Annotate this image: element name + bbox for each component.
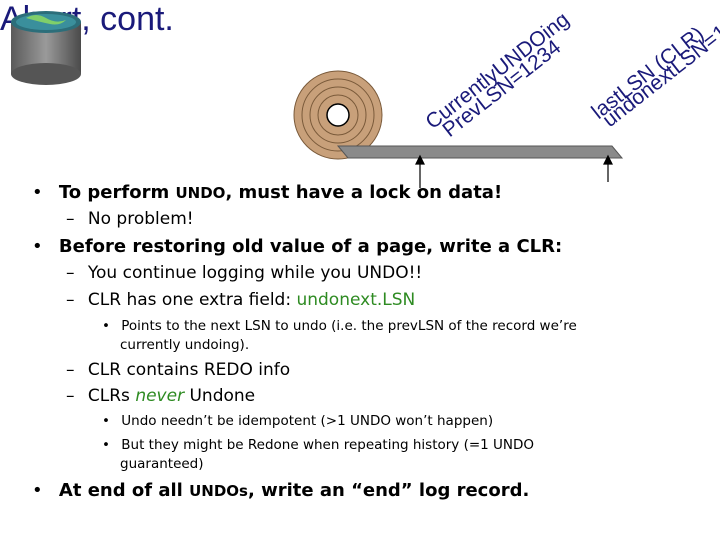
sub-bullet-redo-info: – CLR contains REDO info xyxy=(66,360,290,380)
dash-marker: – xyxy=(66,360,75,380)
bullet-marker: • xyxy=(32,480,43,501)
sub-bullet-continue-logging-text: You continue logging while you UNDO!! xyxy=(87,263,423,283)
sub-bullet-extra-field: – CLR has one extra field: undonext.LSN xyxy=(66,290,415,310)
bullet-marker: • xyxy=(102,413,110,429)
bullet-marker: • xyxy=(102,318,110,334)
sub-sub-bullet-points-next: • Points to the next LSN to undo (i.e. t… xyxy=(102,318,577,334)
dash-marker: – xyxy=(66,209,75,229)
bullet-end-record: • At end of all UNDOs, write an “end” lo… xyxy=(32,480,529,501)
never-term: never xyxy=(135,386,185,406)
sub-sub-bullet-redone-cont: guaranteed) xyxy=(120,456,204,472)
sub-bullet-no-problem-text: No problem! xyxy=(87,209,194,229)
dash-marker: – xyxy=(66,290,75,310)
sub-sub-bullet-redone: • But they might be Redone when repeatin… xyxy=(102,437,534,453)
bullet-write-clr-text: Before restoring old value of a page, wr… xyxy=(58,236,563,257)
end-record-undos: UNDOs xyxy=(189,482,248,500)
sub-bullet-redo-info-text: CLR contains REDO info xyxy=(87,360,291,380)
sub-sub-bullet-idempotent: • Undo needn’t be idempotent (>1 UNDO wo… xyxy=(102,413,493,429)
bullet-marker: • xyxy=(102,437,110,453)
sub-bullet-extra-field-text: CLR has one extra field: xyxy=(87,290,297,310)
end-record-prefix: At end of all xyxy=(58,480,190,501)
bullet-marker: • xyxy=(32,236,43,257)
sub-sub-bullet-points-next-cont: currently undoing). xyxy=(120,337,249,353)
bullet-marker: • xyxy=(32,182,43,203)
bullet-lock-data: • To perform UNDO, must have a lock on d… xyxy=(32,182,502,203)
never-undone-prefix: CLRs xyxy=(87,386,136,406)
last-lsn-arrow xyxy=(603,154,613,182)
sub-bullet-never-undone: – CLRs never Undone xyxy=(66,386,255,406)
bullet-lock-data-suffix: , must have a lock on data! xyxy=(225,182,503,203)
log-tape-strip xyxy=(336,145,624,159)
dash-marker: – xyxy=(66,386,75,406)
undonext-lsn-term: undonext.LSN xyxy=(296,290,416,310)
current-lsn-arrow xyxy=(415,154,425,188)
redone-line2: guaranteed) xyxy=(120,456,204,472)
dash-marker: – xyxy=(66,263,75,283)
sub-bullet-continue-logging: – You continue logging while you UNDO!! xyxy=(66,263,422,283)
points-next-line1: Points to the next LSN to undo (i.e. the… xyxy=(121,318,577,334)
slide-title: Abort, cont. xyxy=(0,0,174,38)
end-record-suffix: , write an “end” log record. xyxy=(247,480,530,501)
idempotent-text: Undo needn’t be idempotent (>1 UNDO won’… xyxy=(121,413,494,429)
points-next-line2: currently undoing). xyxy=(120,337,250,353)
log-tape-diagram xyxy=(293,70,624,188)
never-undone-suffix: Undone xyxy=(184,386,256,406)
sub-bullet-no-problem: – No problem! xyxy=(66,209,194,229)
bullet-write-clr: • Before restoring old value of a page, … xyxy=(32,236,562,257)
bullet-lock-data-undo: UNDO xyxy=(175,184,226,202)
tape-reel-icon xyxy=(293,70,383,160)
redone-line1: But they might be Redone when repeating … xyxy=(121,437,535,453)
database-icon xyxy=(11,11,81,85)
bullet-lock-data-prefix: To perform xyxy=(58,182,176,203)
